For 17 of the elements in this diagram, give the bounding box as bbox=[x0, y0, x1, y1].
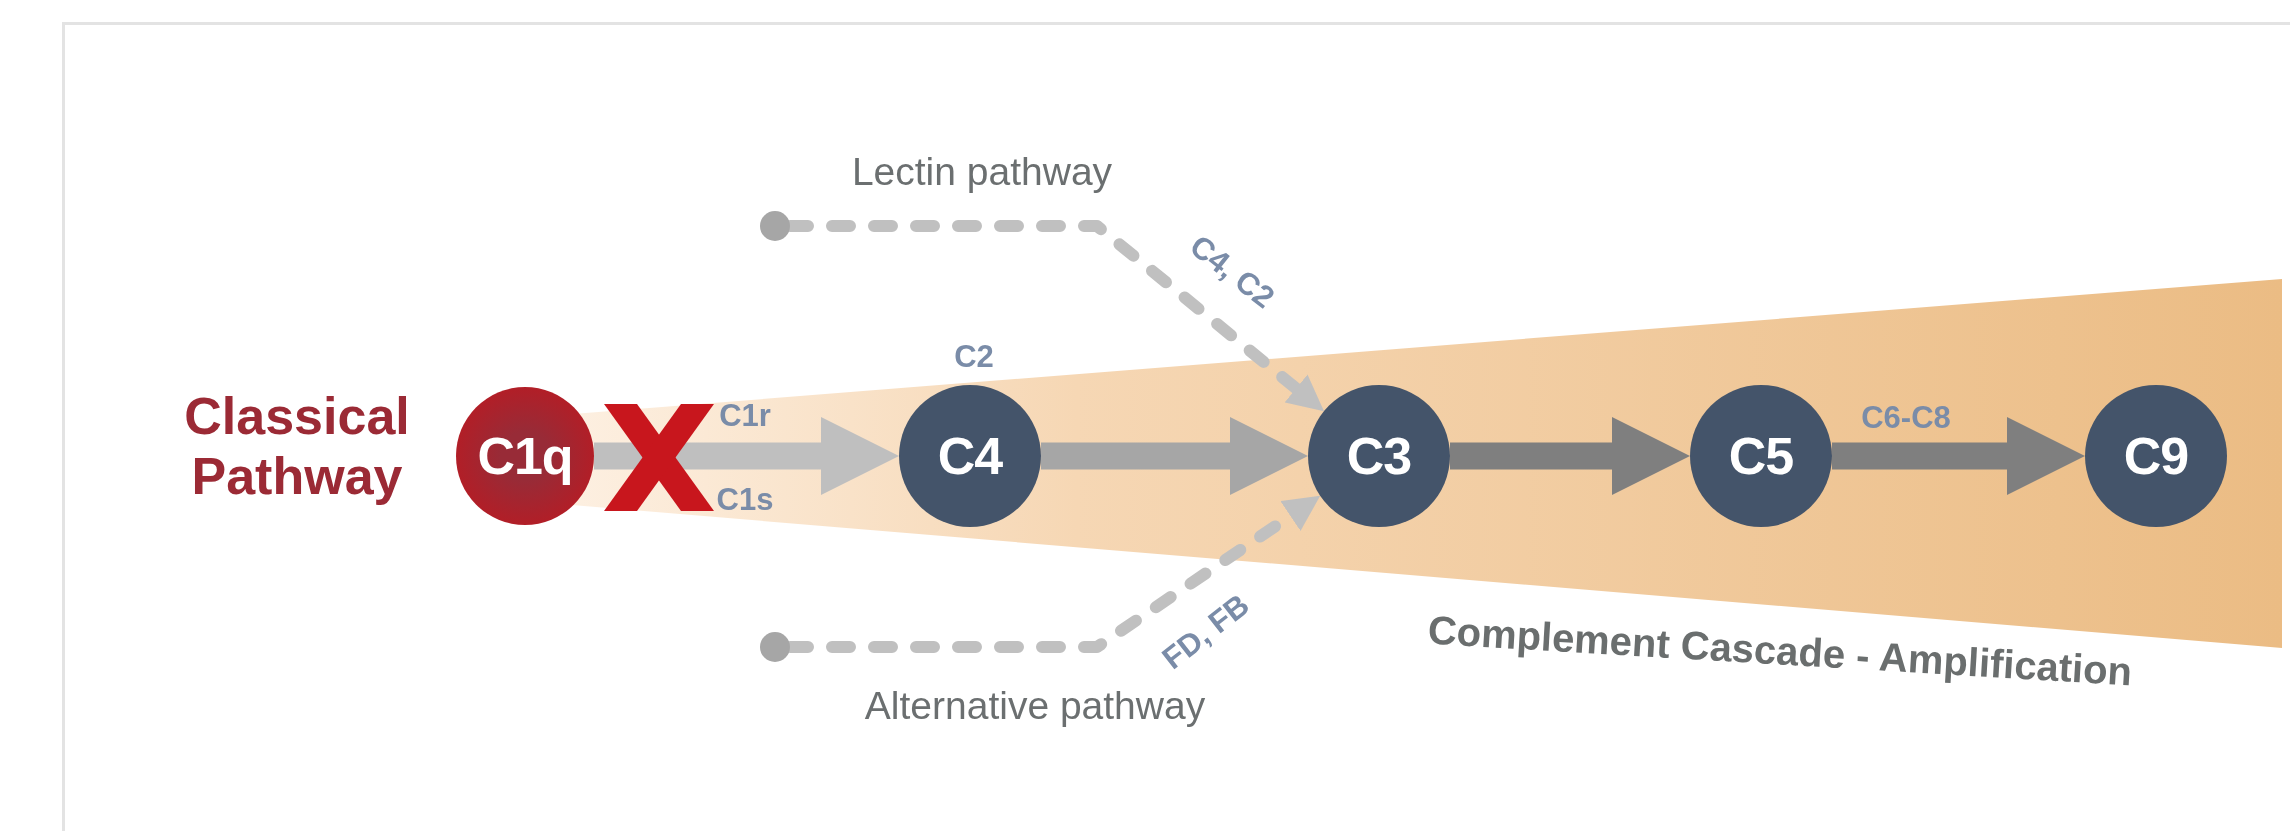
arrow bbox=[594, 417, 899, 495]
pathway-start-dot bbox=[760, 211, 790, 241]
pathway-label: Classical Pathway bbox=[183, 387, 411, 507]
cascade-caption: Complement Cascade - Amplification bbox=[1426, 607, 2134, 695]
pathway-label: Alternative pathway bbox=[863, 683, 1207, 729]
pathway-start-dot bbox=[760, 632, 790, 662]
arrow bbox=[1041, 417, 1308, 495]
enzyme-label: C1r bbox=[719, 398, 771, 434]
pathway-label: Lectin pathway bbox=[850, 149, 1114, 195]
component-circle: C1q bbox=[456, 387, 594, 525]
pathway-label: C2 bbox=[953, 339, 995, 375]
enzyme-label: C1s bbox=[716, 482, 774, 518]
edge-label: C6-C8 bbox=[1861, 400, 1951, 436]
arrow bbox=[1832, 417, 2085, 495]
arrow bbox=[1450, 417, 1690, 495]
edge-label: FD, FB bbox=[1155, 587, 1257, 677]
edge-label: C4, C2 bbox=[1182, 228, 1282, 316]
